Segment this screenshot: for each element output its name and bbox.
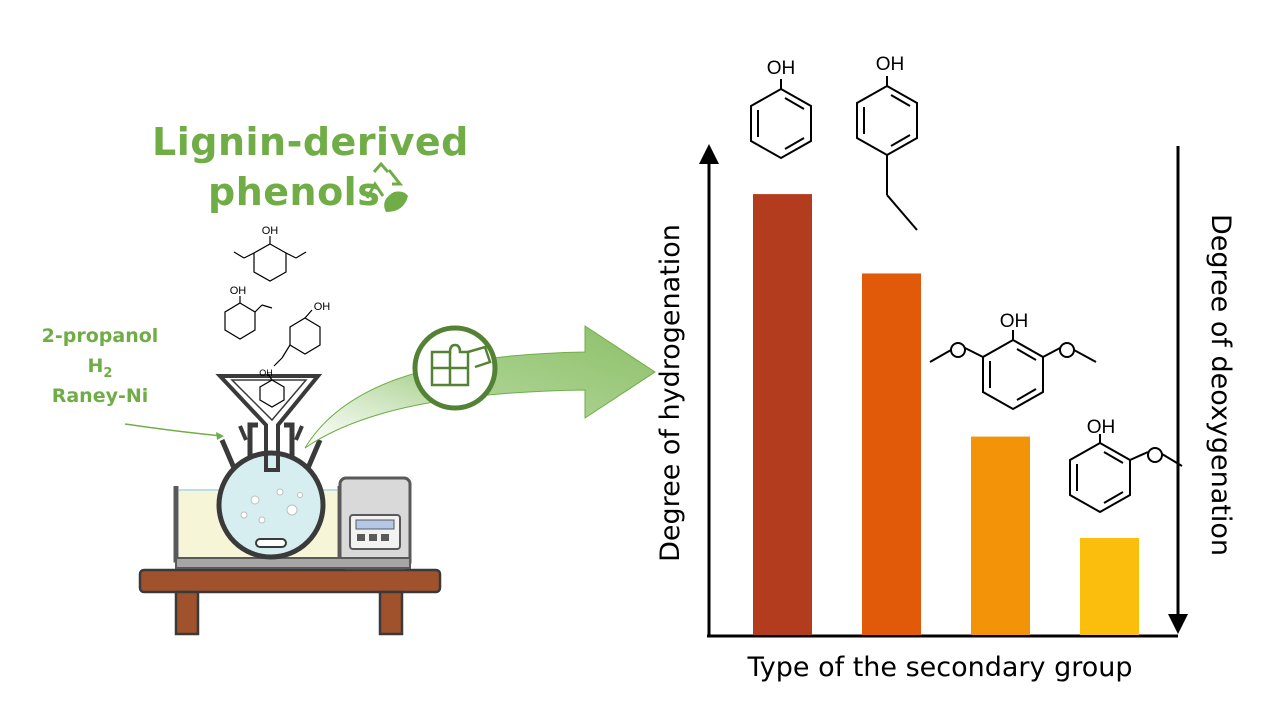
condition-gas-subscript: 2 [103, 365, 113, 381]
bar-chart: Type of the secondary group Degree of hy… [655, 144, 1236, 683]
bar-phenol [753, 194, 812, 635]
title-line-2: phenols [208, 170, 381, 214]
methoxy-oxygen [1147, 447, 1163, 463]
oh-label: OH [262, 225, 279, 237]
condition-catalyst: Raney-Ni [51, 385, 149, 407]
oh-label: OH [767, 58, 796, 79]
molecule-phenol [750, 79, 812, 160]
molecule-guaiacol [1069, 434, 1183, 514]
oh-label: OH [1087, 417, 1116, 438]
molecule-phenol-small [259, 373, 285, 408]
methoxy-oxygen [950, 342, 966, 358]
y-axis-arrowhead [699, 144, 719, 164]
condition-solvent: 2-propanol [41, 325, 159, 347]
methoxy-oxygen [1059, 342, 1075, 358]
molecule-syringol [929, 330, 1097, 411]
right-axis-arrowhead [1168, 614, 1188, 634]
recycle-leaf-icon [365, 161, 408, 212]
oh-label: OH [1000, 311, 1029, 332]
bar-2-6-dimethoxyphenol [971, 436, 1030, 635]
molecule-syringol-small [233, 236, 307, 282]
condition-gas: H2 [30, 355, 170, 381]
bar-4-ethylphenol [862, 273, 921, 635]
right-axis-label: Degree of deoxygenation [1205, 214, 1236, 556]
pointer-arrowhead [216, 432, 224, 440]
round-bottom-flask [216, 422, 326, 560]
oh-label: OH [230, 285, 247, 297]
table [138, 568, 442, 636]
puzzle-icon [412, 325, 498, 411]
molecule-guaiacol-small [224, 296, 273, 340]
oh-label: OH [314, 301, 331, 313]
molecule-4-ethylphenol [856, 76, 918, 231]
bar-guaiacol [1080, 538, 1139, 635]
oh-label: OH [876, 54, 905, 75]
y-axis-label: Degree of hydrogenation [655, 224, 686, 562]
title-line-1: Lignin-derived [152, 120, 469, 164]
condition-gas-symbol: H [87, 355, 104, 377]
funnel [215, 374, 323, 472]
x-axis-label: Type of the secondary group [746, 652, 1132, 683]
oh-label: OH [259, 368, 273, 378]
molecule-ethylphenol-small [273, 309, 321, 367]
conditions-pointer [124, 423, 223, 437]
